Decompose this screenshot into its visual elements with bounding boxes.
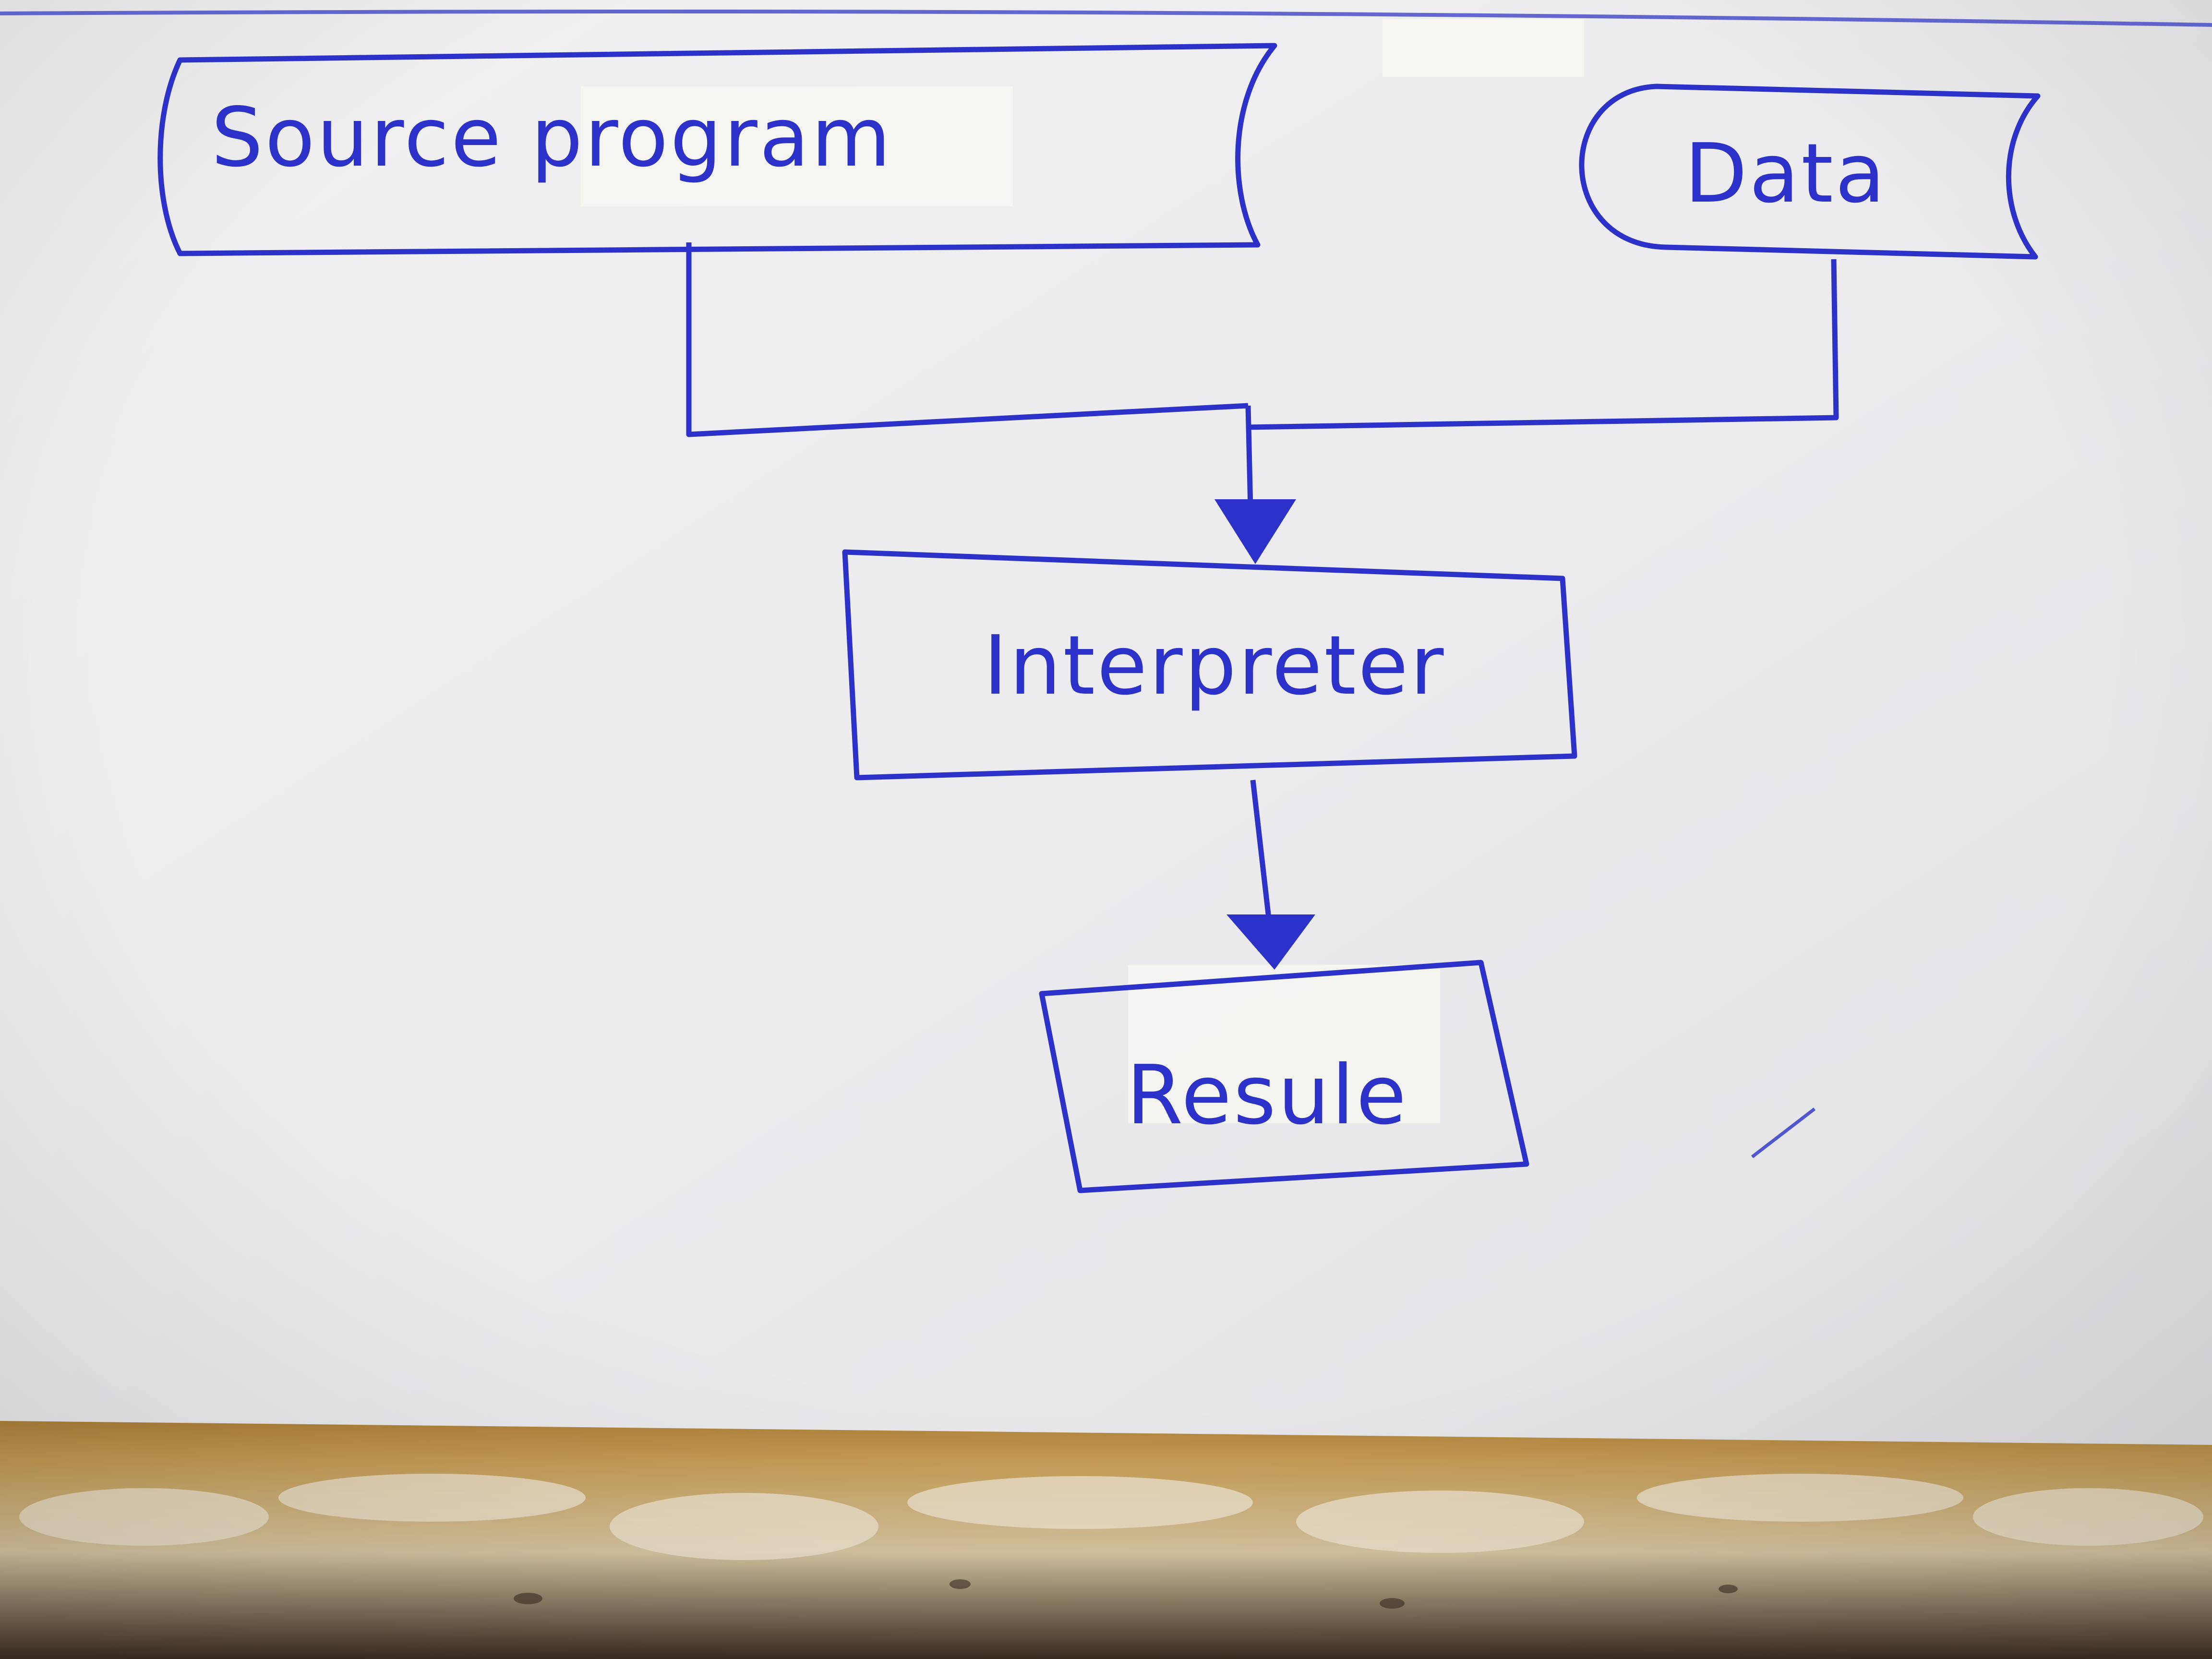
interpreter-label: Interpreter <box>984 618 1446 713</box>
data-label: Data <box>1684 126 1887 221</box>
source-program-label: Source program <box>211 90 893 185</box>
result-shape <box>1039 960 1529 1193</box>
tape-patches <box>581 19 1584 1123</box>
interpreter-shape <box>842 549 1577 781</box>
edge-source-to-merge <box>686 242 1249 437</box>
paper-top-rule <box>0 9 2212 27</box>
stray-pen-mark <box>1751 1107 1816 1158</box>
node-source: Source program <box>157 43 1277 256</box>
edge-interpreter-to-result <box>1250 780 1273 927</box>
edge-data-to-merge <box>1248 259 1839 430</box>
arrowhead-interpreter <box>1214 499 1296 564</box>
node-result: Resule <box>1039 960 1529 1193</box>
result-label: Resule <box>1126 1048 1408 1143</box>
node-data: Data <box>1579 84 2041 260</box>
source-program-shape <box>157 43 1277 256</box>
arrowhead-result <box>1226 914 1315 970</box>
data-shape <box>1579 84 2041 260</box>
edge-merge-to-interpreter <box>1245 405 1253 509</box>
node-interpreter: Interpreter <box>842 549 1577 781</box>
